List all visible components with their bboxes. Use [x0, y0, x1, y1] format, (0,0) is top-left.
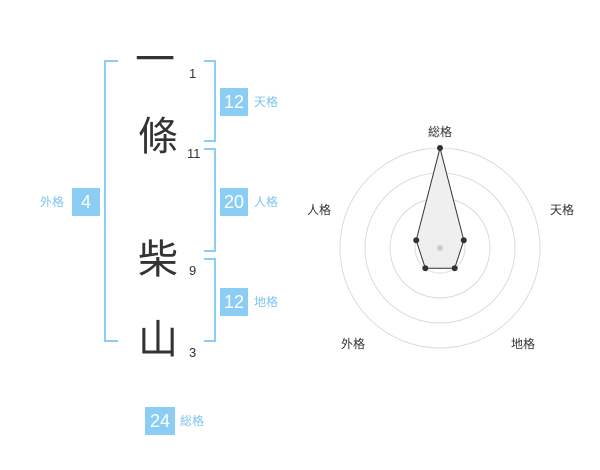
chikaku-badge: 12 [220, 288, 248, 316]
radar-point [413, 237, 420, 244]
jinkaku-badge: 20 [220, 188, 248, 216]
soukaku-badge: 24 [145, 407, 175, 435]
radar-center-dot [437, 245, 443, 251]
radar-point [451, 265, 458, 272]
tenkaku-bracket [204, 60, 216, 142]
name-char-1: 一 [135, 37, 175, 83]
jinkaku-bracket [204, 148, 216, 252]
radar-point [422, 265, 429, 272]
stroke-count-4: 3 [189, 345, 197, 360]
stroke-count-3: 9 [189, 263, 197, 278]
gaikaku-label: 外格 [40, 195, 65, 209]
stroke-count-2: 11 [187, 146, 201, 161]
jinkaku-label: 人格 [254, 195, 279, 209]
radar-value-polygon [415, 147, 465, 269]
stroke-count-1: 1 [189, 66, 197, 81]
name-char-4: 山 [138, 317, 178, 363]
tenkaku-label: 天格 [254, 95, 279, 109]
radar-point [437, 145, 443, 151]
radar-axis-label-tenkaku: 天格 [550, 203, 575, 217]
radar-axis-label-jinkaku: 人格 [307, 203, 332, 217]
radar-point [460, 237, 467, 244]
radar-axis-label-soukaku: 総格 [428, 125, 453, 139]
name-char-3: 柴 [138, 237, 178, 283]
chikaku-bracket [204, 258, 216, 342]
soukaku-label: 総格 [180, 414, 205, 428]
chikaku-label: 地格 [254, 295, 279, 309]
radar-axis-label-gaikaku: 外格 [341, 337, 366, 351]
name-char-2: 條 [138, 114, 178, 160]
tenkaku-badge: 12 [220, 88, 248, 116]
radar-axis-label-chikaku: 地格 [511, 337, 536, 351]
gaikaku-bracket [104, 60, 118, 342]
gaikaku-badge: 4 [72, 188, 100, 216]
